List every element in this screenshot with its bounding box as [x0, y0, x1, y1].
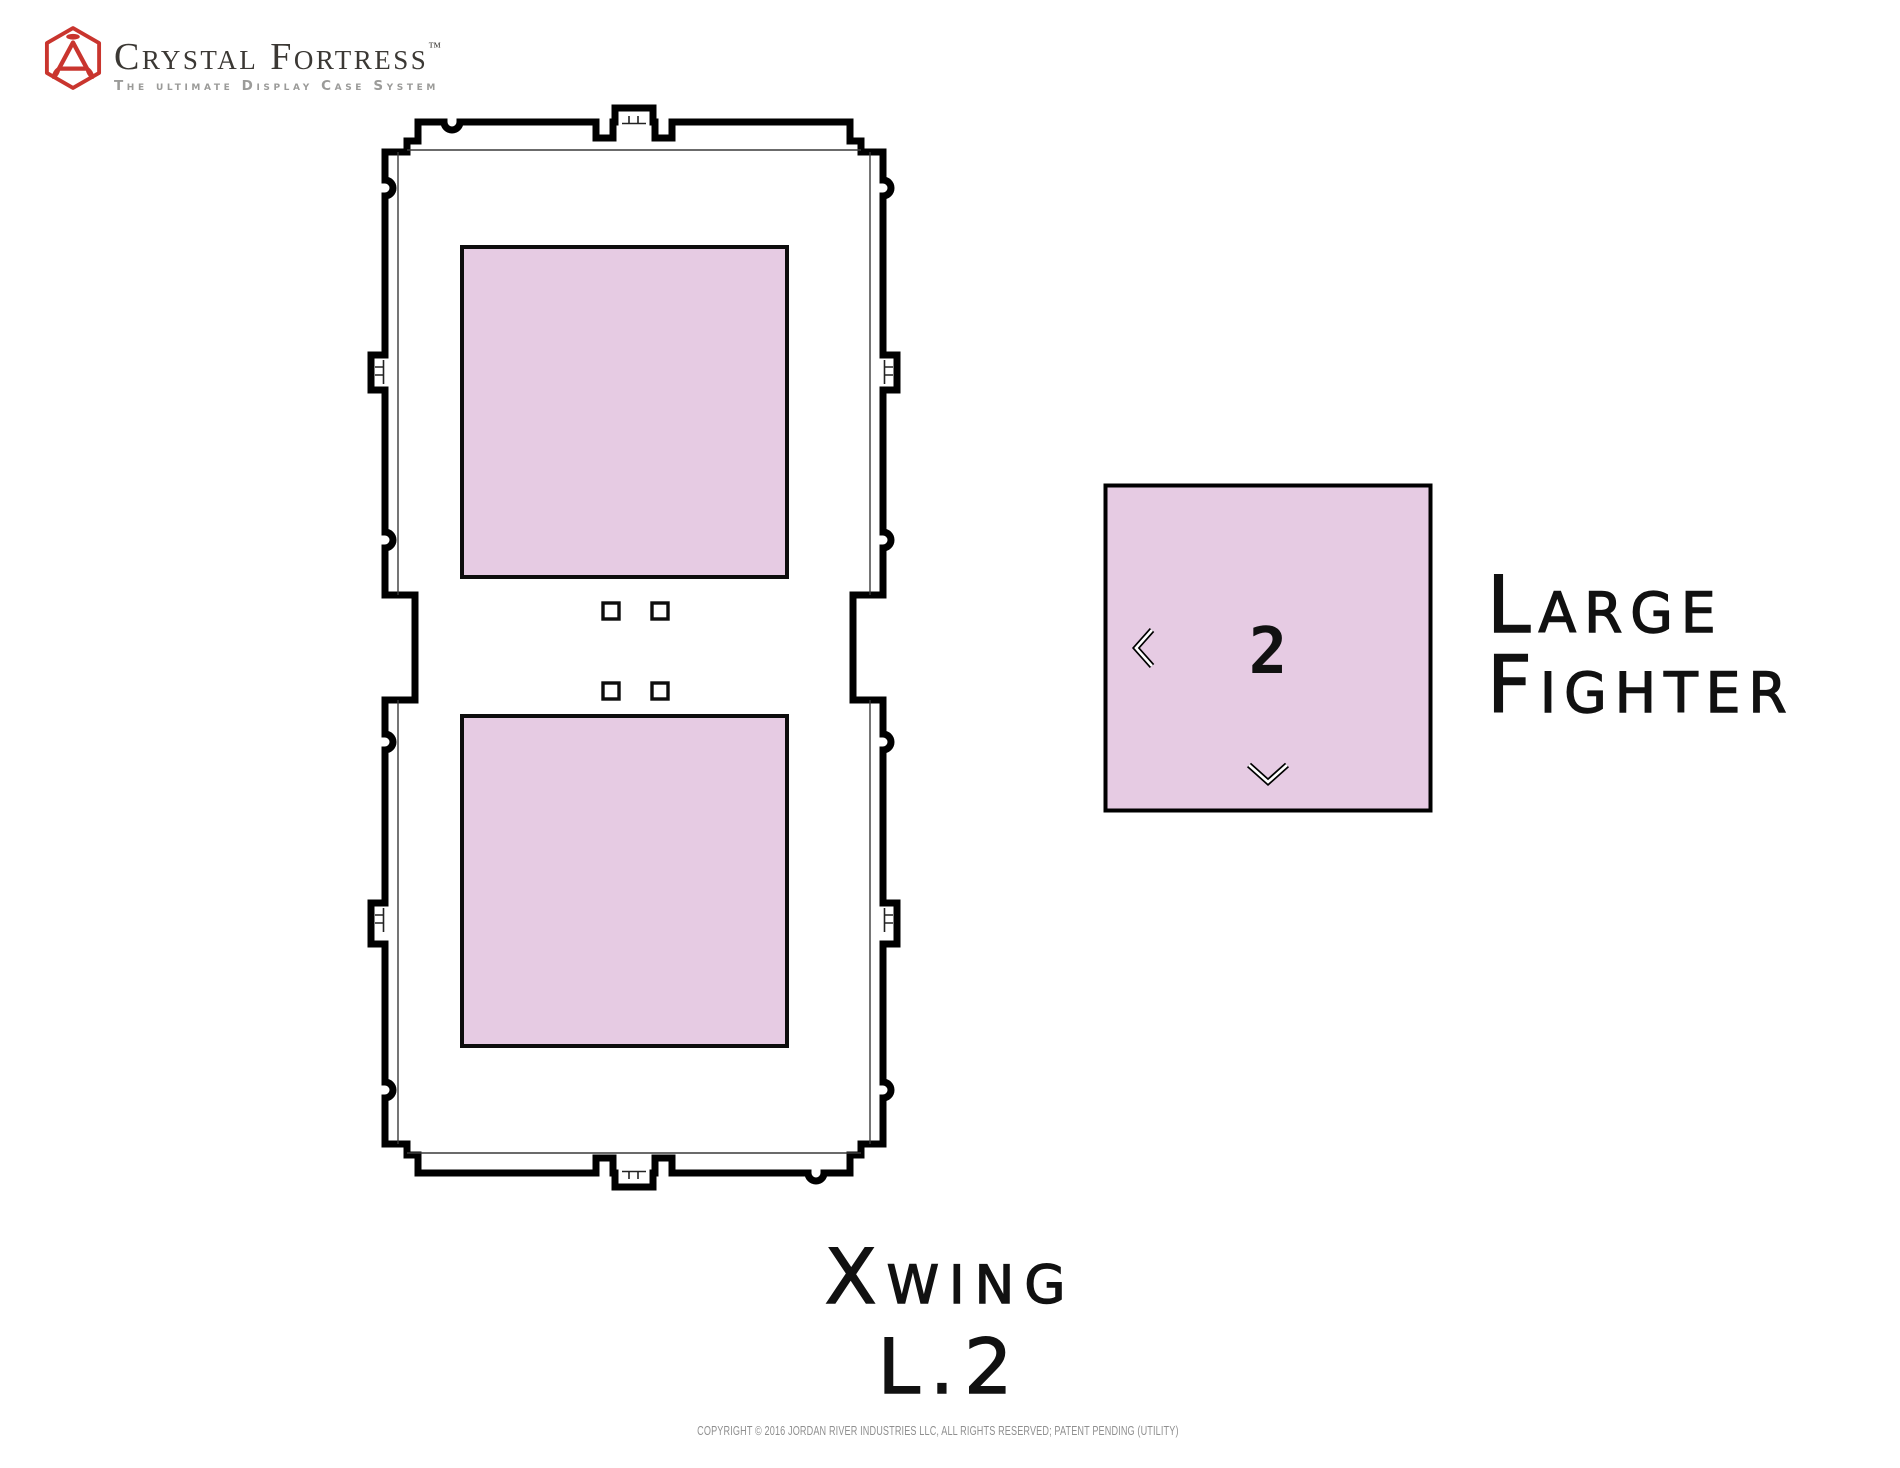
slot-size-label: Large Fighter: [1486, 561, 1795, 731]
tray-title: Xwing L.2: [0, 1231, 1900, 1412]
tray-diagram: [367, 104, 901, 1191]
foam-slot-top: [460, 245, 789, 579]
peg-hole: [601, 681, 621, 701]
slot-size-selector[interactable]: 2: [1100, 480, 1436, 816]
foam-slot-bottom: [460, 714, 789, 1048]
peg-hole: [650, 681, 670, 701]
peg-hole: [601, 601, 621, 621]
slot-size-label-line1: Large: [1486, 561, 1724, 651]
brand-tagline: The ultimate Display Case System: [114, 78, 439, 94]
crystal-fortress-hexagon-icon: [44, 26, 102, 90]
selector-value: 2: [1249, 615, 1288, 689]
footer: COPYRIGHT © 2016 JORDAN RIVER INDUSTRIES…: [0, 1420, 1876, 1439]
brand-name: Crystal Fortress™: [114, 36, 441, 78]
slot-size-label-line2: Fighter: [1486, 641, 1795, 731]
trademark-symbol: ™: [428, 39, 441, 54]
chevron-down-icon[interactable]: [1246, 762, 1290, 787]
copyright-text: COPYRIGHT © 2016 JORDAN RIVER INDUSTRIES…: [697, 1423, 1179, 1438]
tab-alignment-marks: [375, 116, 893, 1179]
peg-holes: [601, 601, 670, 701]
tray-title-line1: Xwing: [824, 1231, 1076, 1321]
tray-title-line2: L.2: [877, 1321, 1023, 1411]
chevron-left-icon[interactable]: [1131, 628, 1155, 668]
selector-swatch[interactable]: [1103, 483, 1433, 813]
brand-logo: Crystal Fortress™ The ultimate Display C…: [44, 26, 441, 94]
peg-hole: [650, 601, 670, 621]
